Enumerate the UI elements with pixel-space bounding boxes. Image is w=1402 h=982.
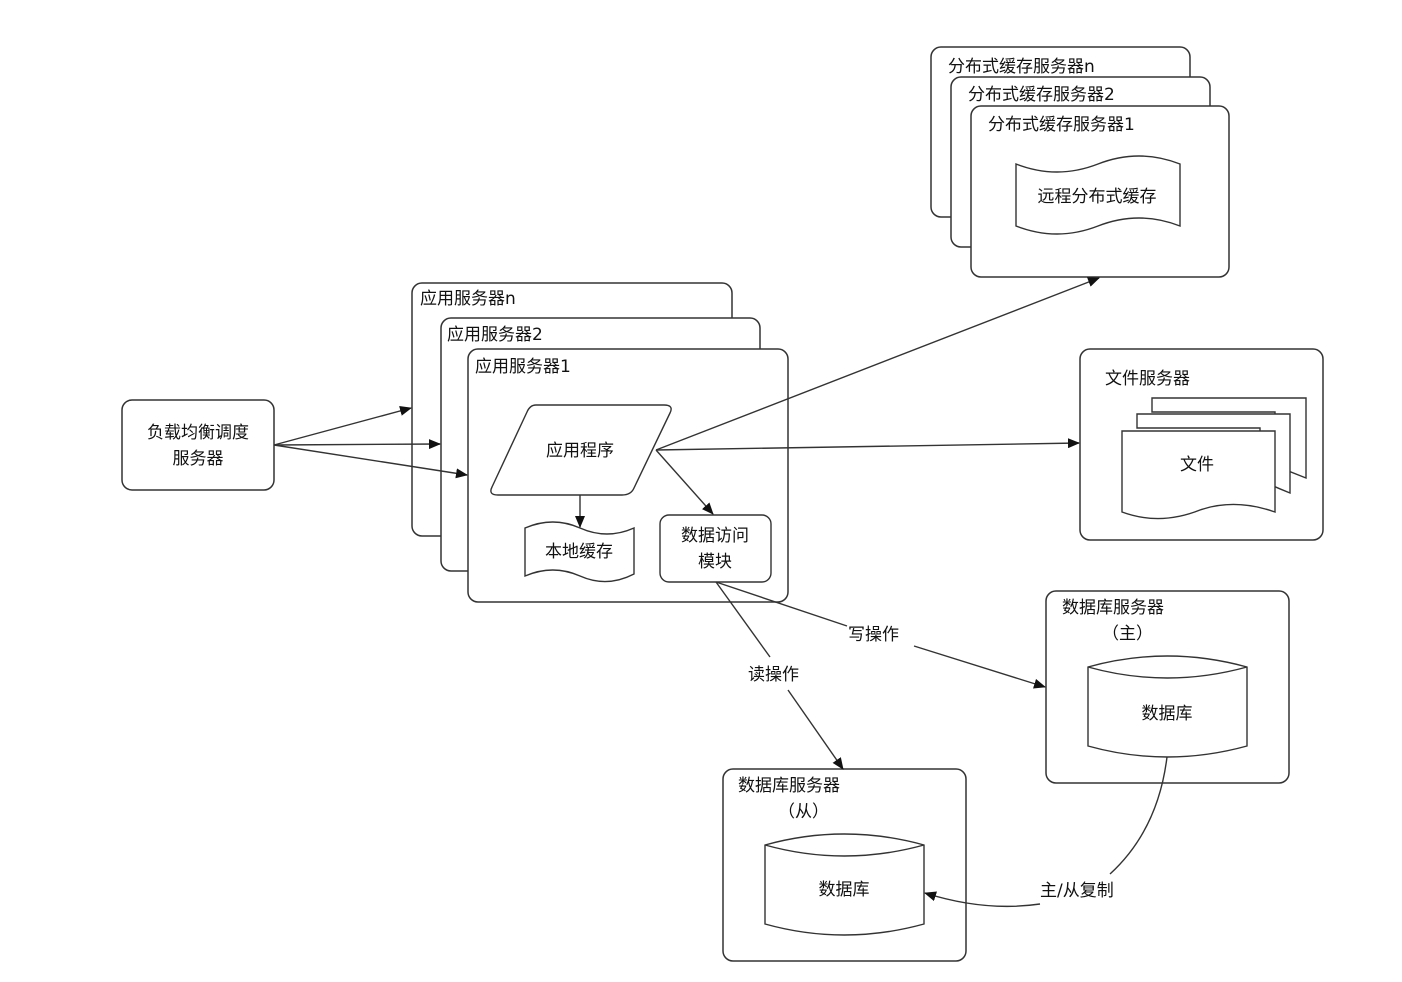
edge-lb-to-app-n <box>273 406 412 446</box>
db-master-title-2: （主） <box>1102 624 1153 644</box>
db-slave-title-1: 数据库服务器 <box>738 776 840 796</box>
remote-cache-shape <box>1015 155 1181 235</box>
app-server-1[interactable]: 应用服务器1 应用程序 本地缓存 数据访问 模块 <box>467 348 789 603</box>
edge-app-to-remote-cache <box>655 277 1100 451</box>
application-node[interactable]: 应用程序 <box>490 404 672 496</box>
edge-lb-to-app-1 <box>273 444 468 479</box>
cache-server-2-title: 分布式缓存服务器2 <box>968 85 1115 105</box>
db-slave-label: 数据库 <box>819 880 870 900</box>
db-master-cylinder-top <box>1087 666 1248 679</box>
application-shape <box>490 404 672 496</box>
load-balancer-label-2: 服务器 <box>173 449 224 469</box>
load-balancer-box <box>121 399 275 491</box>
edge-write-part-2 <box>913 645 1046 689</box>
edge-write-part-1 <box>715 581 848 627</box>
write-operation-label: 写操作 <box>848 625 899 645</box>
read-operation-label: 读操作 <box>748 665 799 685</box>
file-shape <box>1121 430 1276 520</box>
db-master-label: 数据库 <box>1142 704 1193 724</box>
local-cache-shape <box>524 521 635 583</box>
file-node[interactable]: 文件 <box>1121 430 1276 520</box>
local-cache-node[interactable]: 本地缓存 <box>524 521 635 583</box>
data-access-box <box>659 514 772 583</box>
application-label: 应用程序 <box>546 441 614 461</box>
edge-read-part-1 <box>715 581 771 658</box>
db-slave-cylinder-top <box>764 844 925 857</box>
db-master-title-1: 数据库服务器 <box>1062 598 1164 618</box>
db-master-cylinder <box>1087 655 1248 758</box>
load-balancer-node[interactable]: 负载均衡调度 服务器 <box>121 399 275 491</box>
cache-server-n-title: 分布式缓存服务器n <box>948 57 1095 77</box>
cache-server-1-title: 分布式缓存服务器1 <box>988 115 1135 135</box>
cache-server-1[interactable]: 分布式缓存服务器1 远程分布式缓存 <box>970 105 1230 278</box>
db-master-database[interactable]: 数据库 <box>1087 655 1248 758</box>
file-server-title: 文件服务器 <box>1105 369 1190 389</box>
db-master-server[interactable]: 数据库服务器 （主） 数据库 <box>1045 590 1290 784</box>
replication-label: 主/从复制 <box>1040 881 1114 901</box>
edge-replication-part-1 <box>1109 756 1168 875</box>
db-slave-server[interactable]: 数据库服务器 （从） 数据库 <box>722 768 967 962</box>
local-cache-label: 本地缓存 <box>545 542 613 562</box>
db-slave-cylinder <box>764 833 925 936</box>
edge-lb-to-app-2 <box>273 439 441 450</box>
app-server-1-title: 应用服务器1 <box>475 357 571 377</box>
data-access-label-2: 模块 <box>698 552 732 572</box>
file-server[interactable]: 文件服务器 文件 <box>1079 348 1324 541</box>
remote-cache-label: 远程分布式缓存 <box>1038 187 1157 207</box>
db-slave-title-2: （从） <box>778 802 829 822</box>
edge-read-part-2 <box>787 689 844 770</box>
remote-cache-node[interactable]: 远程分布式缓存 <box>1015 155 1181 235</box>
load-balancer-label-1: 负载均衡调度 <box>147 423 249 443</box>
file-label: 文件 <box>1180 455 1214 475</box>
edge-app-to-file-server <box>655 438 1080 451</box>
db-slave-database[interactable]: 数据库 <box>764 833 925 936</box>
data-access-label-1: 数据访问 <box>681 526 749 546</box>
data-access-node[interactable]: 数据访问 模块 <box>659 514 772 583</box>
app-server-n-title: 应用服务器n <box>420 289 516 309</box>
edge-replication-part-2 <box>924 891 1041 908</box>
app-server-2-title: 应用服务器2 <box>447 325 543 345</box>
edge-app-to-data-access <box>655 449 714 515</box>
